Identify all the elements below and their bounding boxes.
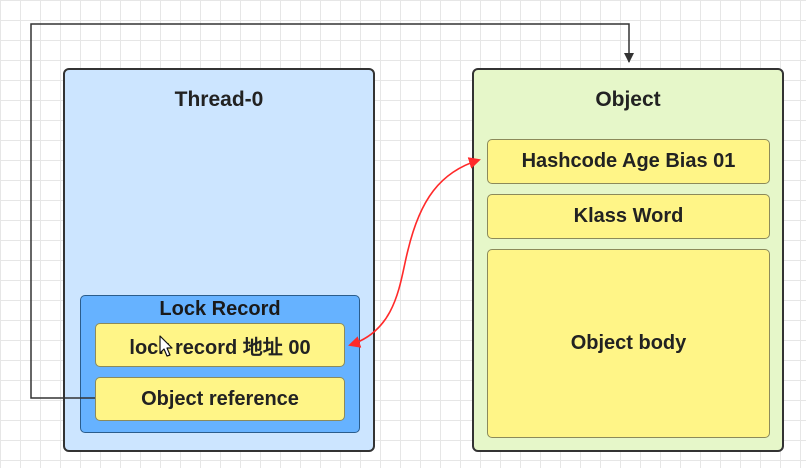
- object-title: Object: [595, 88, 661, 111]
- mark-word-cell: Hashcode Age Bias 01: [487, 139, 770, 184]
- object-reference-cell: Object reference: [95, 377, 345, 421]
- lock-record-address-cell: lock record 地址 00: [95, 323, 345, 367]
- klass-word-cell: Klass Word: [487, 194, 770, 239]
- object-body-cell: Object body: [487, 249, 770, 438]
- lock-record-title: Lock Record: [159, 298, 281, 320]
- thread-title: Thread-0: [174, 88, 264, 111]
